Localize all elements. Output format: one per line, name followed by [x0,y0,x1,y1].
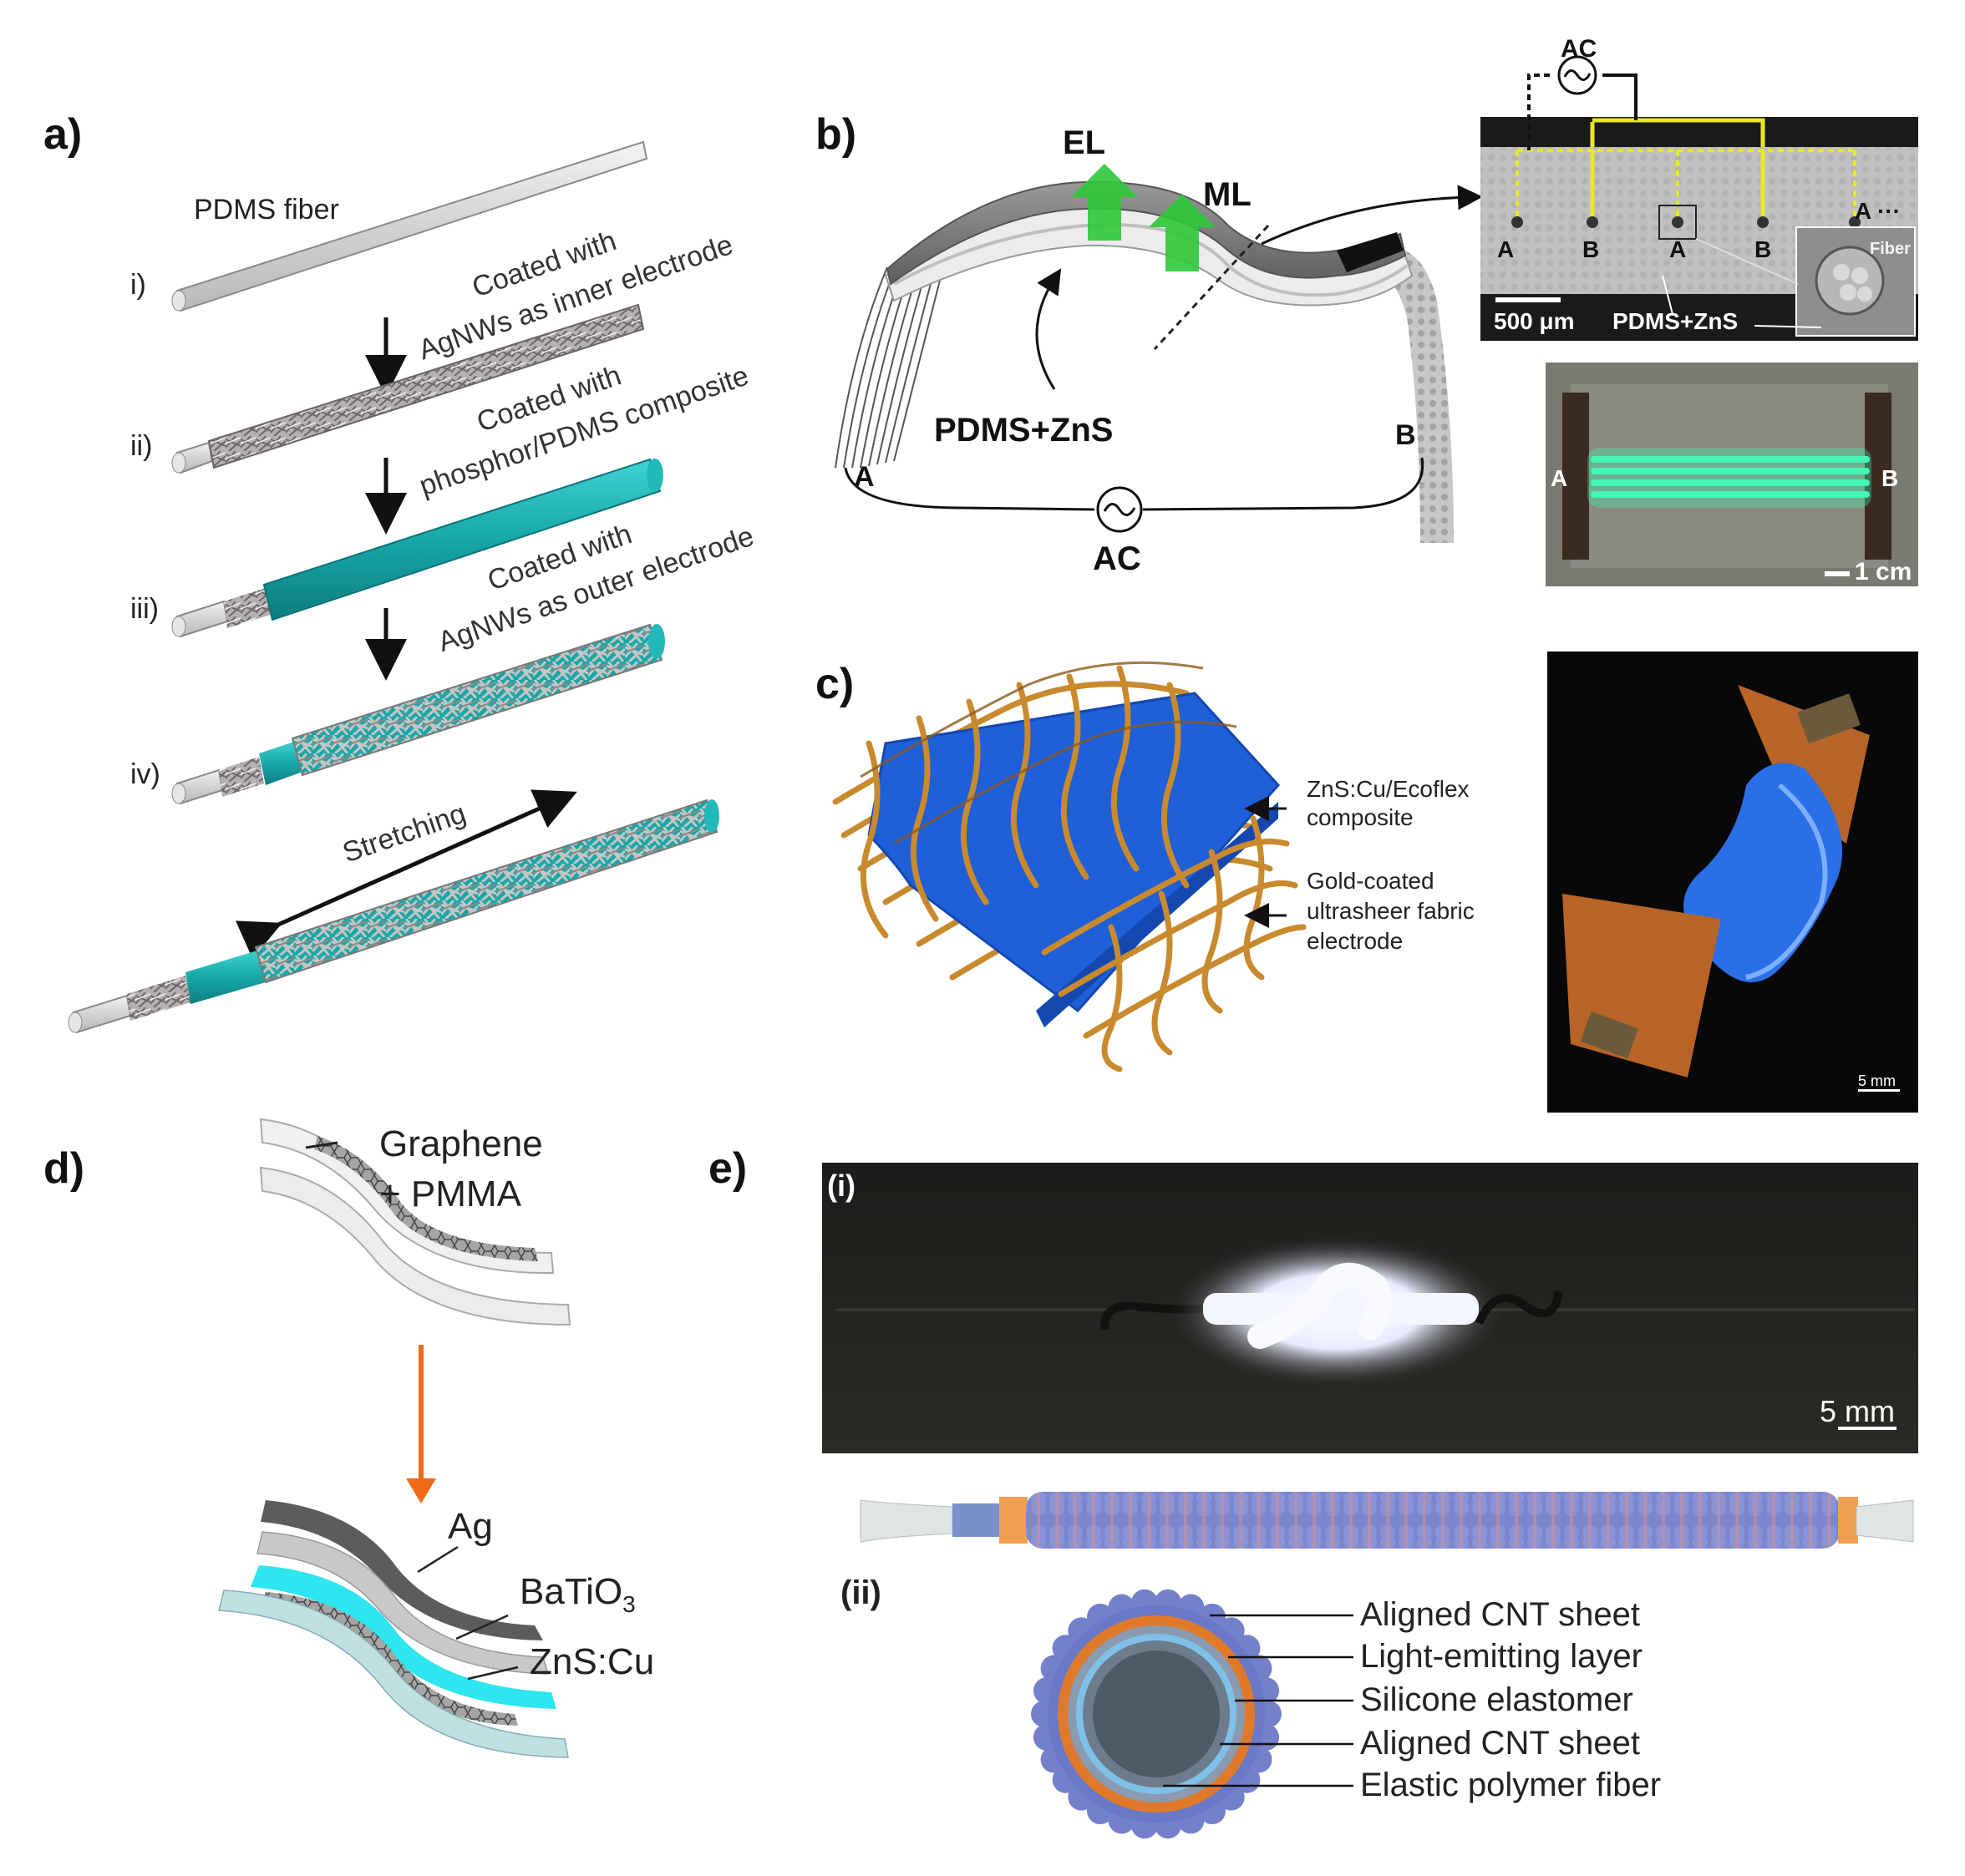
step-iii-label: iii) [130,593,159,625]
ac-label: AC [1093,540,1141,577]
callout-electrode-1: Gold-coated [1307,868,1434,894]
sub-i-label: (i) [827,1169,856,1203]
twisted-fabric-photo [1547,652,1918,1113]
micro-electrode-4: B [1754,236,1771,262]
circuit-wire-left [844,467,1095,511]
sub-ii-label: (ii) [840,1574,881,1611]
wavy-sheet [884,180,1414,307]
micro-scale-label: 500 μm [1494,308,1575,334]
fiber-stretched [68,799,719,1034]
material-label: PDMS+ZnS [934,412,1113,449]
stretching-label: Stretching [338,798,470,870]
batio-label: BaTiO3 [520,1571,636,1617]
panel-e: e) (i) 5 mm (ii) [708,1144,1918,1839]
el-label: EL [1063,124,1105,161]
circuit-wire-right [1142,457,1424,511]
photo-e-scale: 5 mm [1820,1394,1895,1428]
step-ii-label: ii) [130,430,152,462]
photo-c-scale: 5 mm [1858,1072,1896,1089]
layer-leader-lines [1163,1614,1353,1787]
micrograph [1480,117,1918,341]
ml-arrow [1149,194,1216,271]
micro-electrode-1: A [1497,236,1514,262]
panel-a: a) PDMS fiber i) Coated with AgNWs as in… [43,110,758,1034]
micro-electrode-3: A [1669,236,1686,262]
graphene-label-1: Graphene [379,1123,543,1164]
panel-e-label: e) [708,1144,747,1193]
cnt-fiber-model [860,1492,1914,1549]
fabric-electrode-diagram [832,661,1307,1072]
fiber-step-i [171,140,648,312]
photo-end-a: A [1551,465,1567,491]
graphene-label-2: + PMMA [379,1174,522,1214]
layer-label-1: Aligned CNT sheet [1360,1596,1640,1633]
micro-electrode-2: B [1582,236,1599,262]
fiber-step-ii [171,303,645,474]
micro-material-label: PDMS+ZnS [1612,308,1738,334]
micro-wire-left [1527,74,1552,150]
panel-b-label: b) [815,110,856,159]
end-b-label: B [1395,419,1416,451]
material-pointer [1035,268,1062,390]
graphene-pmma-layer [259,1118,571,1326]
batio-main: BaTiO [520,1571,622,1612]
cross-section [1031,1589,1282,1839]
ag-label: Ag [448,1506,493,1547]
micro-inset-label: Fiber [1870,240,1911,258]
panel-c-label: c) [815,660,854,708]
layer-label-4: Aligned CNT sheet [1360,1725,1640,1762]
micro-wire-right [1602,74,1638,120]
photo-scale-label: 1 cm [1855,558,1912,586]
zoom-arrow [1261,185,1483,246]
micro-electrode-5: A ··· [1855,198,1901,224]
glow-photo [1546,363,1918,586]
panel-a-label: a) [43,110,82,159]
zns-label: ZnS:Cu [530,1641,654,1682]
panel-c: c) [815,652,1918,1113]
ml-label: ML [1203,176,1252,213]
layer-label-3: Silicone elastomer [1360,1681,1633,1718]
callout-composite-1: ZnS:Cu/Ecoflex [1307,776,1470,802]
panel-d: d) Graphene + PMMA Ag BaTiO3 ZnS:Cu [43,1118,654,1758]
micro-ac-label: AC [1561,35,1597,63]
callout-composite-2: composite [1307,804,1414,830]
callout-electrode-2: ultrasheer fabric [1307,898,1475,924]
stacked-layers [218,1500,569,1758]
cut-line [1153,224,1270,351]
callout-electrode-3: electrode [1307,928,1403,954]
layer-label-5: Elastic polymer fiber [1360,1767,1661,1803]
fiber-step-iv [171,623,665,805]
photo-end-b: B [1881,465,1898,491]
pdms-fiber-label: PDMS fiber [194,194,339,226]
step-iv-label: iv) [130,758,160,790]
panel-d-label: d) [43,1144,84,1193]
el-arrow [1071,164,1138,241]
glowing-fiber-photo [822,1163,1918,1453]
electrode-b-comb [1370,247,1454,543]
fiber-step-iii [171,458,663,638]
stretching-arrow [235,789,577,960]
panel-b: b) EL [815,35,1918,586]
step-i-label: i) [130,269,146,301]
layer-label-2: Light-emitting layer [1360,1638,1643,1675]
batio-subscript: 3 [622,1591,636,1617]
